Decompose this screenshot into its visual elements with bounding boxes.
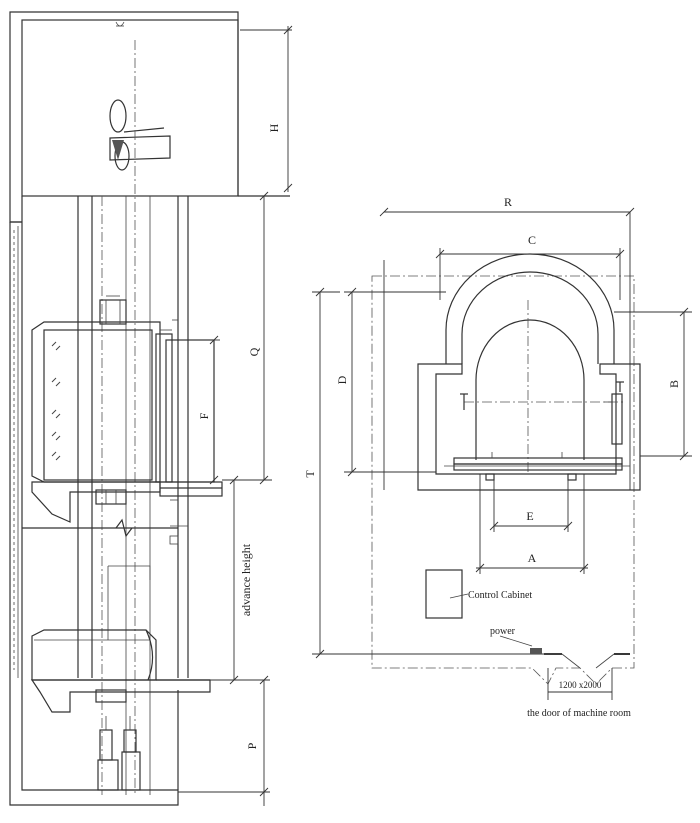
control-cabinet	[425, 569, 463, 619]
dim-label-C: C	[528, 233, 536, 247]
dim-label-Q: Q	[247, 347, 261, 356]
plan-view: R C D T B E A Control Cabinet power 1200…	[303, 195, 692, 719]
dim-label-advance-height: advance height	[239, 543, 253, 616]
dim-label-T: T	[303, 470, 317, 478]
hoistway-plan	[383, 212, 641, 491]
elevator-car-upper	[31, 295, 223, 527]
pit-buffers	[97, 716, 141, 791]
power-outlet-icon	[530, 648, 542, 654]
traction-machine-icon	[109, 21, 171, 171]
car-door-sill	[444, 452, 630, 481]
break-line-icon	[22, 518, 178, 538]
dim-label-E: E	[526, 509, 533, 523]
power-label: power	[490, 626, 516, 637]
dim-label-A: A	[528, 551, 537, 565]
dim-label-F: F	[197, 412, 211, 419]
plan-dimensions	[312, 207, 692, 659]
elevator-car-lower	[30, 629, 211, 713]
door-size-label: 1200 x2000	[559, 680, 602, 690]
dim-label-P: P	[245, 742, 259, 749]
door-caption: the door of machine room	[527, 708, 631, 719]
guide-rail-icon	[460, 381, 624, 445]
control-cabinet-leader	[449, 593, 469, 599]
dim-label-D: D	[335, 375, 349, 384]
dim-label-B: B	[667, 380, 681, 388]
machine-room-door	[544, 653, 630, 700]
control-cabinet-label: Control Cabinet	[468, 590, 532, 601]
dim-label-H: H	[267, 123, 281, 132]
section-dimensions	[178, 25, 293, 806]
counterweight-arch	[445, 253, 615, 460]
machine-room-outline	[371, 275, 635, 685]
power-leader	[499, 635, 533, 647]
machine-room	[9, 11, 290, 223]
dim-label-R: R	[504, 195, 512, 209]
hoistway-walls	[9, 40, 189, 806]
section-view: H Q F advance height P	[9, 11, 293, 806]
counterweight	[107, 535, 179, 640]
